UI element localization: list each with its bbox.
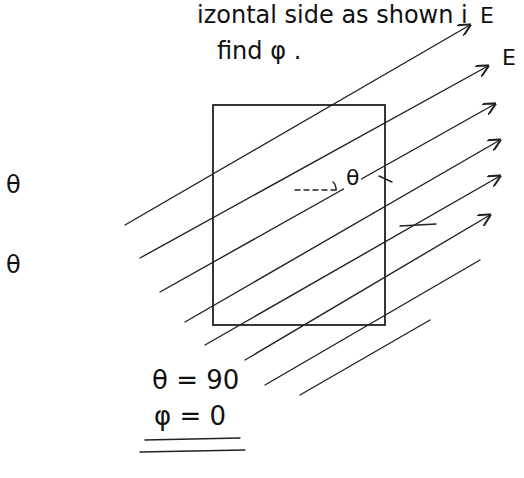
field-line [245,215,490,360]
equation: φ = 0 [152,402,228,431]
note-text: izontal side as shown i [195,2,470,28]
field-label: E [500,46,518,70]
tick-mark [400,224,436,226]
equation: θ = 90 [150,366,241,395]
field-line [140,66,488,258]
reference-line [295,189,340,190]
field-line [300,320,430,395]
field-line [125,25,470,225]
margin-text: θ [4,172,23,198]
underline [140,450,245,452]
tick-mark [379,176,392,182]
field-line [265,260,480,385]
field-line [160,104,495,292]
margin-text: θ [4,252,23,278]
note-text: find φ . [215,38,303,64]
angle-label: θ [344,166,361,190]
field-label: E [478,4,496,28]
angle-arc [333,182,336,190]
underline [145,438,240,440]
field-line [185,140,500,322]
field-line [205,176,500,345]
